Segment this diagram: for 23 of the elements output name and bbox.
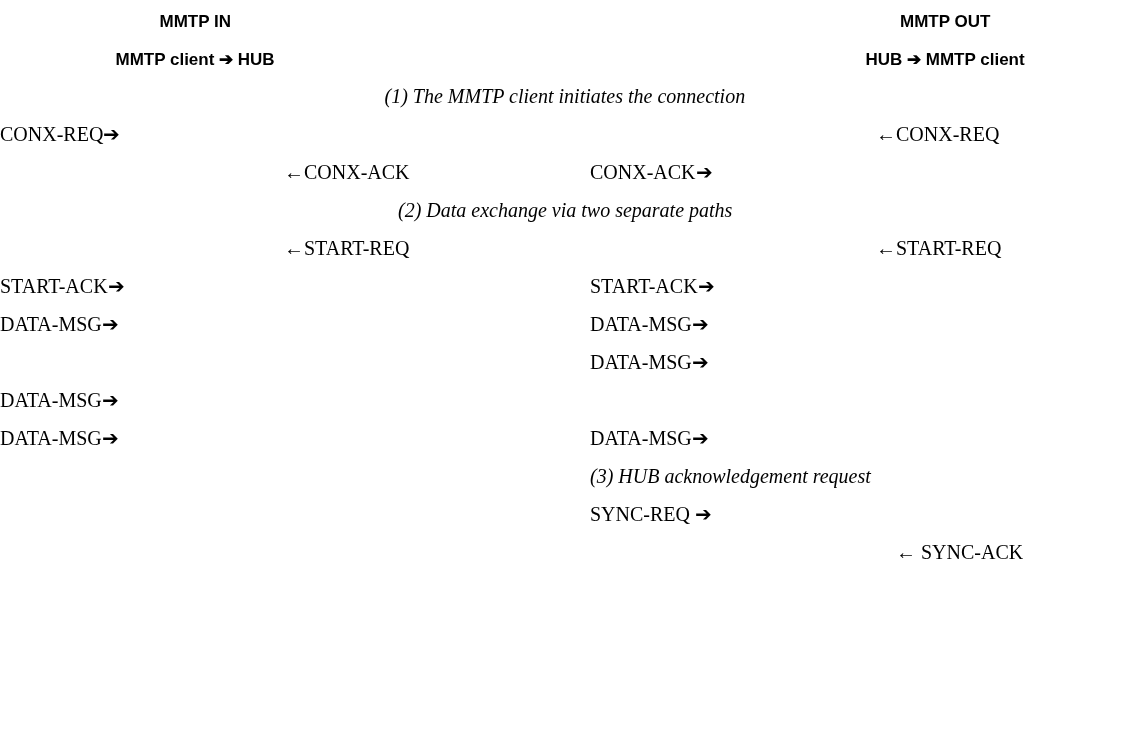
message-label: CONX-REQ➔ [0, 122, 121, 146]
message-label: START-ACK➔ [590, 274, 715, 298]
message-label: CONX-ACK➔ [590, 160, 713, 184]
phase-note: (1) The MMTP client initiates the connection [384, 84, 746, 108]
message-label: START-ACK➔ [0, 274, 125, 298]
message-label: DATA-MSG➔ [590, 350, 709, 374]
message-label: ←START-REQ [876, 236, 1002, 260]
message-label: DATA-MSG➔ [0, 426, 119, 450]
message-label: ←CONX-REQ [876, 122, 1000, 146]
phase-note: (3) HUB acknowledgement request [590, 464, 871, 488]
message-label: SYNC-REQ ➔ [590, 502, 712, 526]
message-label: DATA-MSG➔ [0, 312, 119, 336]
message-label: ←CONX-ACK [284, 160, 410, 184]
message-label: ←START-REQ [284, 236, 410, 260]
message-label: DATA-MSG➔ [0, 388, 119, 412]
column-heading: HUB ➔ MMTP client [865, 49, 1025, 71]
phase-note: (2) Data exchange via two separate paths [398, 198, 733, 222]
message-label: ← SYNC-ACK [896, 540, 1024, 564]
column-heading: MMTP client ➔ HUB [115, 49, 275, 71]
message-label: DATA-MSG➔ [590, 312, 709, 336]
message-label: DATA-MSG➔ [590, 426, 709, 450]
column-heading: MMTP OUT [900, 11, 991, 33]
column-heading: MMTP IN [159, 11, 231, 33]
